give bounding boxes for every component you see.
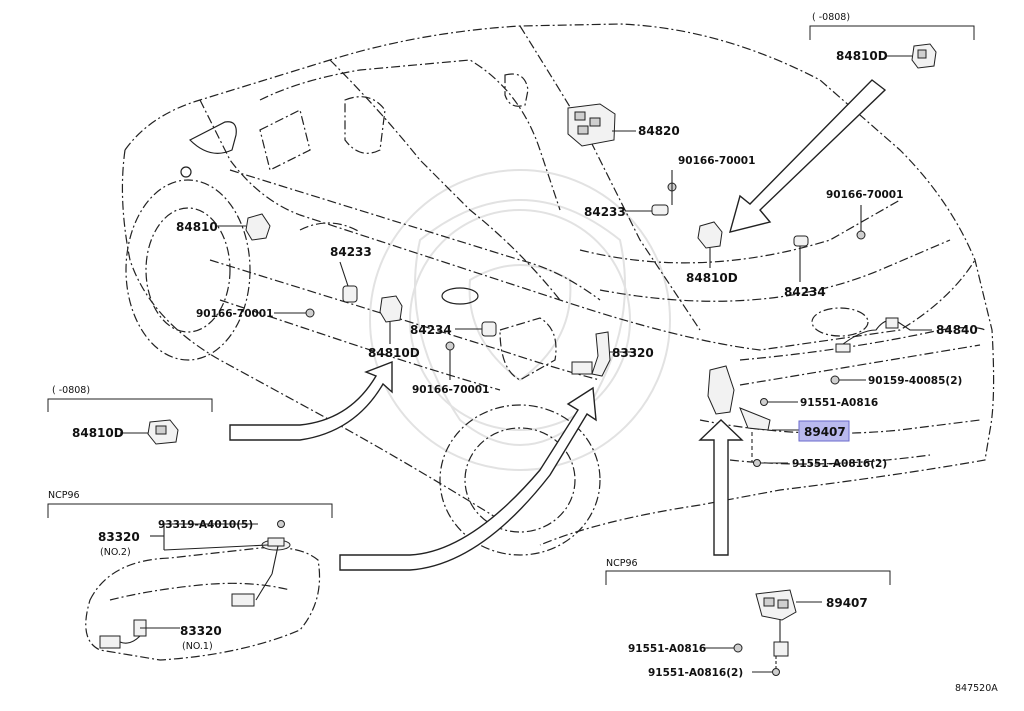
label-90166-b[interactable]: 90166-70001 (826, 189, 903, 201)
part-84810 (215, 213, 271, 241)
arrow-upper-right (729, 79, 887, 233)
label-no2: (NO.2) (100, 547, 131, 558)
arrow-up-89407 (698, 419, 744, 556)
label-84234-b[interactable]: 84234 (410, 323, 452, 337)
arrow-left (229, 360, 393, 441)
fuel-inset-title: NCP96 (48, 490, 80, 501)
parts (120, 43, 937, 467)
part-84810D-top (886, 43, 937, 69)
mirror-seat-sketch (180, 73, 529, 178)
part-84233-b (339, 261, 358, 303)
range-bracket-left (47, 398, 213, 412)
range-note-left: ( -0808) (52, 385, 90, 396)
highlight-89407 (798, 420, 850, 442)
label-84233-b[interactable]: 84233 (330, 245, 372, 259)
part-84233-a (625, 170, 677, 216)
label-91551-b[interactable]: 91551-A0816(2) (792, 458, 887, 470)
fuel-tank-inset (47, 503, 333, 661)
label-83320-no2[interactable]: 83320 (98, 530, 140, 544)
label-83320-no1[interactable]: 83320 (180, 624, 222, 638)
part-89407-lock (707, 365, 799, 467)
part-84810D-mid-left (379, 295, 403, 344)
vehicle-body-outline (121, 23, 995, 556)
label-83320[interactable]: 83320 (612, 346, 654, 360)
label-91551-a[interactable]: 91551-A0816 (800, 397, 878, 409)
label-84810D-lower[interactable]: 84810D (72, 426, 124, 440)
part-84820-switch (567, 103, 636, 147)
label-84810[interactable]: 84810 (176, 220, 218, 234)
part-84810D-center (697, 221, 723, 268)
label-84810D-top[interactable]: 84810D (836, 49, 888, 63)
lock-inset (605, 570, 891, 676)
label-84840[interactable]: 84840 (936, 323, 978, 337)
label-84810D-left[interactable]: 84810D (368, 346, 420, 360)
label-84810D-mid[interactable]: 84810D (686, 271, 738, 285)
range-bracket-top (809, 25, 975, 40)
label-90159[interactable]: 90159-40085(2) (868, 375, 962, 387)
label-84234-a[interactable]: 84234 (784, 285, 826, 299)
part-84234-b (445, 321, 497, 380)
label-91551-inset-a[interactable]: 91551-A0816 (628, 643, 706, 655)
lock-inset-title: NCP96 (606, 558, 638, 569)
label-89407[interactable]: 89407 (804, 425, 846, 439)
label-93319[interactable]: 93319-A4010(5) (158, 519, 253, 531)
fastener-90166 (305, 308, 315, 318)
labels: ( -0808) 84810D 84820 90166-70001 90166-… (48, 12, 998, 694)
fastener-90159 (830, 375, 840, 385)
arrow-bottom (339, 386, 597, 571)
part-84840-harness (835, 317, 930, 353)
label-89407-inset[interactable]: 89407 (826, 596, 868, 610)
label-90166-a[interactable]: 90166-70001 (678, 155, 755, 167)
label-84820[interactable]: 84820 (638, 124, 680, 138)
callout-arrows (229, 79, 887, 571)
label-no1: (NO.1) (182, 641, 213, 652)
label-90166-d[interactable]: 90166-70001 (412, 384, 489, 396)
label-91551-inset-b[interactable]: 91551-A0816(2) (648, 667, 743, 679)
part-84234-a (793, 205, 866, 282)
label-84233-a[interactable]: 84233 (584, 205, 626, 219)
diagram-code: 847520A (955, 683, 998, 694)
range-note-top: ( -0808) (812, 12, 850, 23)
part-84810D-lower (120, 419, 179, 445)
part-83320-sender (571, 331, 636, 377)
label-90166-c[interactable]: 90166-70001 (196, 308, 273, 320)
